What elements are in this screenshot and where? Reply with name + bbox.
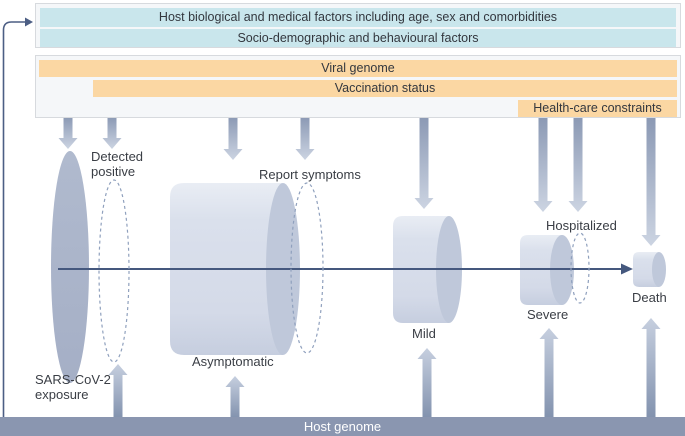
socio-demographic-factors-bar: Socio-demographic and behavioural factor… (40, 29, 676, 47)
healthcare-constraints-label: Health-care constraints (533, 101, 662, 116)
down-arrow-mild (414, 117, 434, 209)
up-arrow-death (641, 318, 661, 418)
viral-genome-bar: Viral genome (39, 60, 677, 77)
report-symptoms-dashed-ellipse (290, 182, 324, 354)
timeline-arrow (58, 263, 633, 275)
host-factors-panel: Host biological and medical factors incl… (35, 3, 681, 48)
down-arrow-hospitalized (568, 117, 588, 212)
mild-label: Mild (412, 326, 436, 341)
factor-down-arrows (58, 117, 661, 246)
down-arrow-death (641, 117, 661, 246)
up-arrow-asymptomatic (225, 376, 245, 418)
viral-factors-panel: Viral genome Vaccination status Health-c… (35, 55, 681, 118)
viral-genome-label: Viral genome (321, 61, 395, 76)
severe-label: Severe (527, 307, 569, 322)
hospitalized-label: Hospitalized (546, 218, 617, 233)
host-genome-up-arrows (108, 318, 661, 418)
sars-cov-2-exposure-label: SARS-CoV-2 exposure (35, 372, 111, 402)
hospitalized-dashed-ellipse (570, 232, 590, 304)
host-genome-bar: Host genome (0, 417, 685, 436)
exposure-ellipse (51, 151, 89, 383)
host-biological-factors-label: Host biological and medical factors incl… (158, 10, 558, 25)
down-arrow-asymptomatic (223, 117, 243, 160)
host-genome-feedback-arrow (2, 17, 33, 417)
up-arrow-severe (539, 328, 559, 418)
asymptomatic-label: Asymptomatic (192, 354, 274, 369)
host-genome-label: Host genome (303, 419, 382, 434)
down-arrow-detected-positive (102, 117, 122, 149)
vaccination-status-label: Vaccination status (334, 81, 436, 96)
socio-demographic-factors-label: Socio-demographic and behavioural factor… (237, 30, 479, 45)
up-arrow-detected-positive (108, 364, 128, 418)
death-cylinder (633, 252, 666, 287)
healthcare-constraints-bar: Health-care constraints (518, 100, 677, 117)
down-arrow-report-symptoms (295, 117, 315, 160)
vaccination-status-bar: Vaccination status (93, 80, 677, 97)
death-label: Death (632, 290, 667, 305)
down-arrow-exposure (58, 117, 78, 149)
detected-positive-dashed-ellipse (98, 179, 130, 363)
host-biological-factors-bar: Host biological and medical factors incl… (40, 8, 676, 27)
up-arrow-mild (417, 348, 437, 418)
down-arrow-severe (533, 117, 553, 212)
report-symptoms-label: Report symptoms (259, 167, 361, 182)
detected-positive-label: Detected positive (91, 149, 144, 179)
